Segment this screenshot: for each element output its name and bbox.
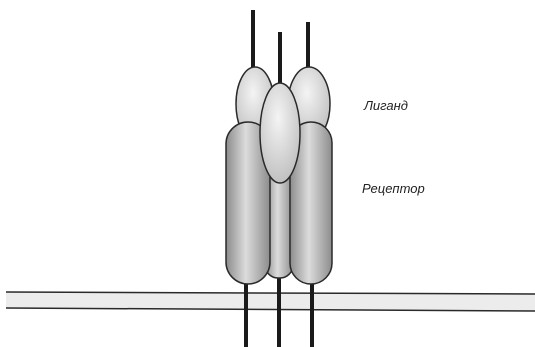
ligand-label: Лиганд [363,98,408,113]
ligand-center [260,83,300,183]
cell-membrane [6,292,535,311]
receptor-label: Рецептор [362,181,425,196]
